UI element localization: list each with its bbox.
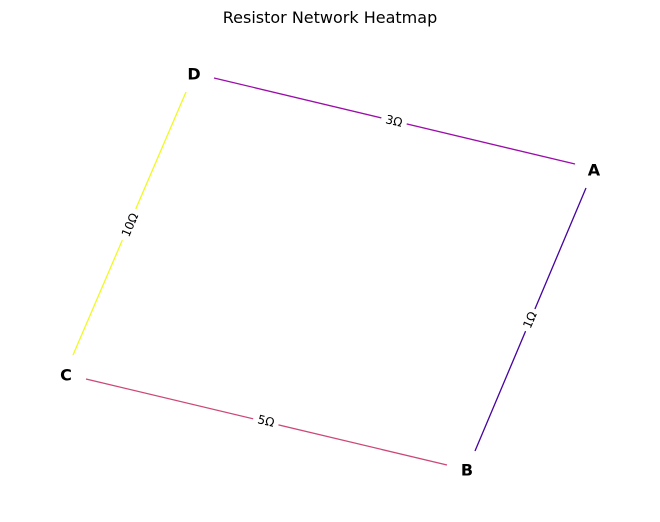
node-a: A <box>588 161 601 180</box>
edge-label-d-a: 3Ω <box>379 110 409 132</box>
node-d: D <box>187 65 200 84</box>
node-b: B <box>461 461 473 480</box>
edge-label-b-c: 5Ω <box>251 410 281 432</box>
diagram-title: Resistor Network Heatmap <box>222 8 438 27</box>
edge-label-c-d: 10Ω <box>116 206 144 244</box>
svg-text:1Ω: 1Ω <box>520 310 539 331</box>
node-c: C <box>60 366 72 385</box>
svg-text:3Ω: 3Ω <box>384 112 404 130</box>
svg-text:5Ω: 5Ω <box>256 412 276 430</box>
edge-label-a-b: 1Ω <box>517 305 543 335</box>
